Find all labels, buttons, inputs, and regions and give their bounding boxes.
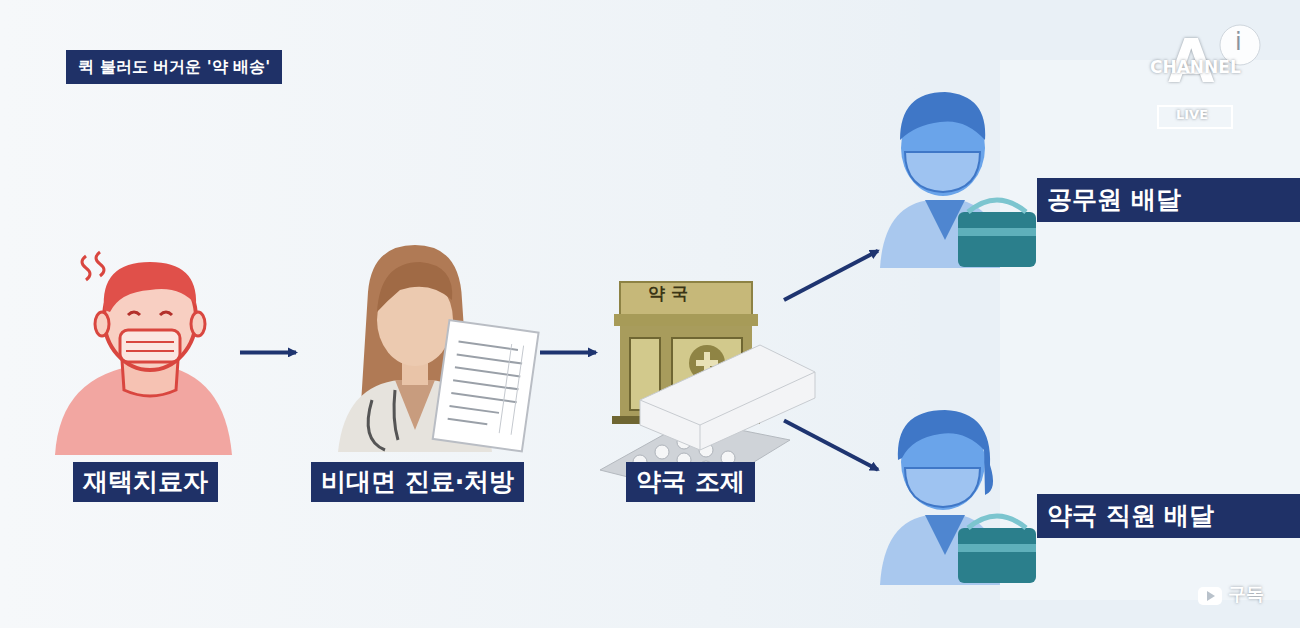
process-node: 약국 조제: [596, 245, 784, 507]
flow-arrow: [784, 421, 878, 470]
node-label-band: 약국 조제: [626, 462, 755, 502]
pharmacy-courier: [880, 410, 1036, 585]
patient-figure: [55, 252, 232, 455]
doctor-figure: [338, 245, 539, 452]
flow-arrow: [540, 350, 596, 354]
node-label-band: 재택치료자: [73, 462, 218, 502]
process-node: 공무원 배달: [878, 88, 1300, 273]
subscribe-label: 구독: [1228, 584, 1264, 604]
process-node: 약국 직원 배달: [878, 405, 1300, 590]
node-label-band: 공무원 배달: [1037, 178, 1300, 222]
flow-arrow: [784, 251, 878, 300]
node-label-band: 비대면 진료·처방: [311, 462, 524, 502]
flow-arrow: [240, 350, 296, 354]
live-badge: LIVE: [1176, 108, 1208, 122]
background-panel: [1000, 60, 1300, 600]
process-node: 재택치료자: [50, 245, 240, 507]
play-icon: [1207, 591, 1215, 601]
play-icon: [1198, 587, 1222, 605]
title-band: 퀵 불러도 버거운 '약 배송': [66, 50, 282, 84]
channel-logo: CHANNEL: [1150, 58, 1241, 77]
background-panel: [920, 0, 1300, 628]
live-box: [1158, 106, 1232, 128]
info-icon: i: [1235, 29, 1242, 55]
official-courier: [880, 92, 1036, 268]
node-label-band: 약국 직원 배달: [1037, 494, 1300, 538]
pharmacy-sign: 약 국: [648, 284, 688, 303]
process-node: 비대면 진료·처방: [296, 245, 540, 507]
